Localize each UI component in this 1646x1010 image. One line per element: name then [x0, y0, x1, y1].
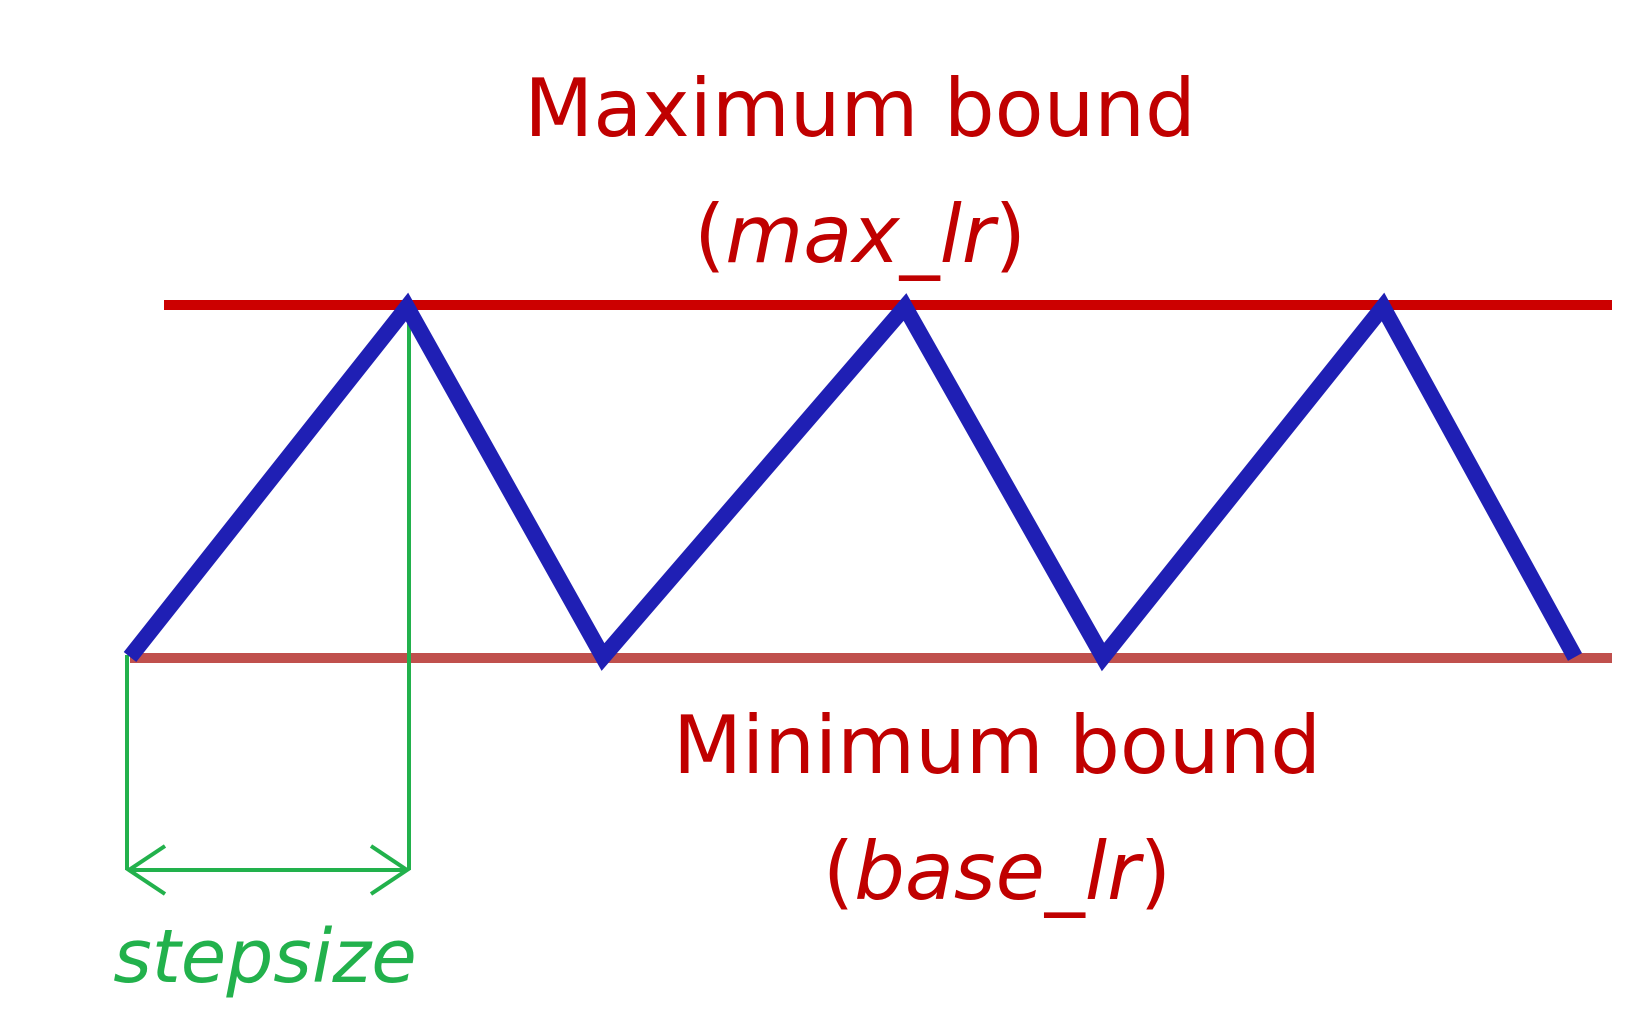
stepsize-marker	[125, 305, 411, 896]
stepsize-arrowhead-right	[369, 844, 411, 896]
triangular-learning-rate-wave	[123, 292, 1583, 672]
min-bound-param: base_lr	[854, 825, 1145, 918]
stepsize-label: stepsize	[113, 914, 417, 1000]
max-bound-param: max_lr	[725, 188, 1000, 281]
max-bound-title: Maximum bound	[524, 62, 1196, 155]
max-bound-param-label: (max_lr)	[694, 188, 1026, 281]
min-bound-title: Minimum bound	[673, 699, 1321, 792]
stepsize-arrowhead-left	[125, 844, 167, 896]
min-bound-param-label: (base_lr)	[823, 825, 1171, 918]
